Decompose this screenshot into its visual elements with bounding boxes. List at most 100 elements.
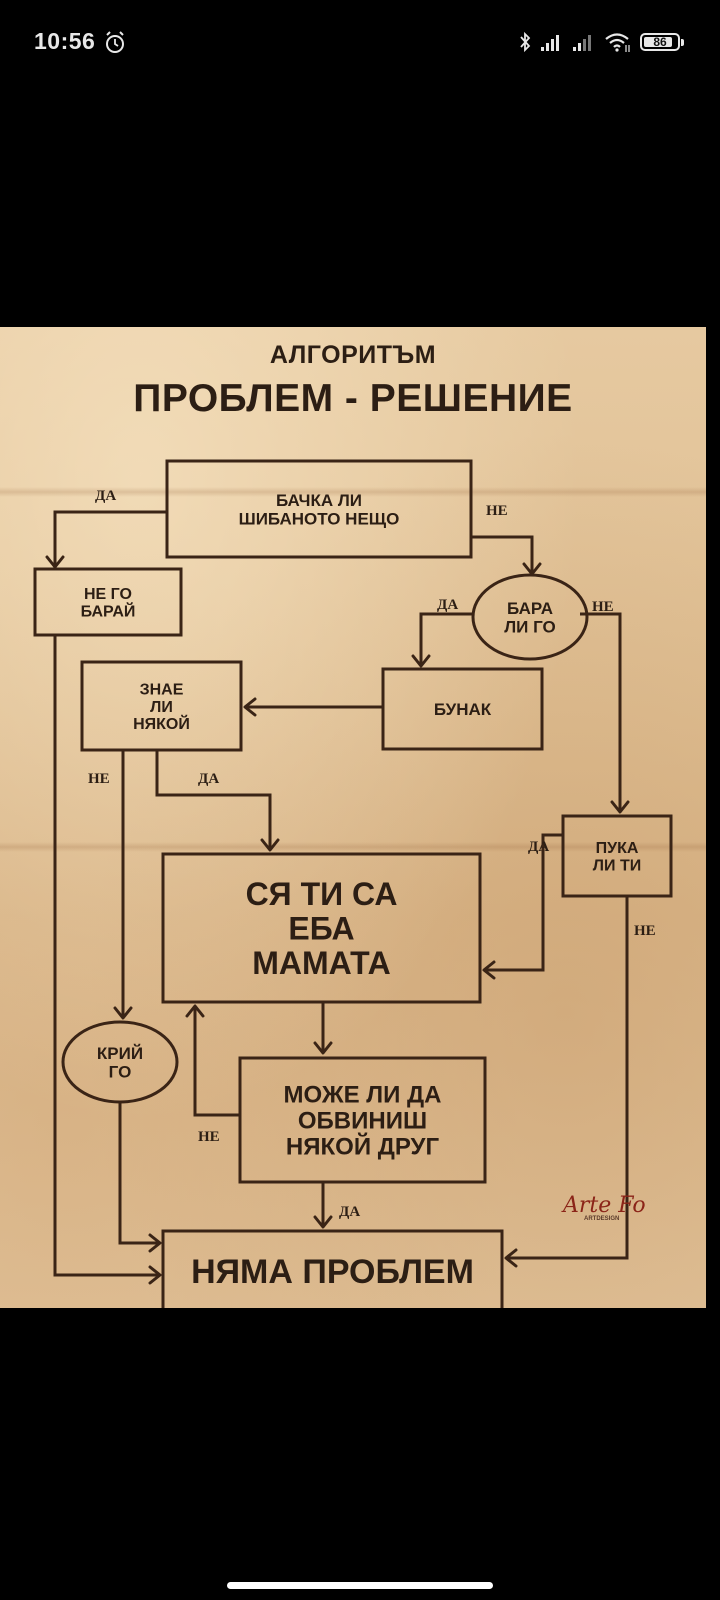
edge-touched-to-care: НЕ <box>580 599 630 814</box>
edge-touched-to-idiot: ДА <box>411 597 474 668</box>
node-label: МОЖЕ ЛИ ДА <box>284 1082 442 1109</box>
node-label: БУНАК <box>434 700 492 719</box>
signal-icon <box>573 35 591 51</box>
arrowhead-icon <box>610 800 630 814</box>
edge-label: НЕ <box>88 771 110 787</box>
arrowhead-icon <box>185 1004 205 1018</box>
edge-label: ДА <box>95 488 116 504</box>
edge-label: НЕ <box>198 1129 220 1145</box>
battery-level: 86 <box>653 35 667 49</box>
edge-care-to-screwed: ДА <box>482 833 563 980</box>
edge-label: НЕ <box>634 923 656 939</box>
edge-blame-to-no-problem: ДА <box>313 1182 360 1229</box>
node-label: ЛИ ГО <box>504 617 556 636</box>
connector-line <box>419 612 474 666</box>
paper-fold <box>0 842 706 852</box>
node-label: БАРАЙ <box>81 601 136 620</box>
node-label: НЯМА ПРОБЛЕМ <box>191 1253 474 1291</box>
status-icons: 86 <box>518 30 684 54</box>
paper-fold <box>0 487 706 497</box>
node-label: ОБВИНИШ <box>298 1108 427 1135</box>
node-label: ЕБА <box>288 911 354 947</box>
connector-line <box>193 1006 240 1117</box>
arrowhead-icon <box>260 838 280 852</box>
poster-subtitle: АЛГОРИТЪМ <box>269 341 437 369</box>
edge-label: ДА <box>437 597 458 613</box>
status-time: 10:56 <box>34 28 96 54</box>
edge-dont-touch-to-no-problem <box>53 635 162 1285</box>
arrowhead-icon <box>113 1006 133 1020</box>
node-label: ЛИ <box>150 699 173 716</box>
connector-line <box>484 833 563 972</box>
edge-works-to-touched: НЕ <box>471 503 542 576</box>
battery-icon: 86 <box>640 33 684 51</box>
rect-shape <box>33 567 183 637</box>
rect-shape <box>381 667 544 751</box>
edge-blame-to-screwed: НЕ <box>185 1004 240 1145</box>
bluetooth-icon <box>520 31 531 53</box>
connector-line <box>471 535 534 574</box>
rect-shape <box>238 1056 487 1184</box>
edge-label: ДА <box>339 1204 360 1220</box>
connector-line <box>580 612 622 812</box>
signature-subtext: ARTDESIGN <box>584 1216 619 1222</box>
arrowhead-icon <box>148 1233 162 1253</box>
node-label: НЯКОЙ ДРУГ <box>286 1133 440 1161</box>
home-indicator[interactable] <box>227 1582 493 1589</box>
node-label: НЕ ГО <box>84 586 132 603</box>
status-bar: 10:56 86 <box>0 0 720 84</box>
connector-line <box>155 750 272 850</box>
edge-label: ДА <box>198 771 219 787</box>
arrowhead-icon <box>482 960 496 980</box>
rect-shape <box>161 1229 504 1308</box>
node-label: ШИБАНОТО НЕЩО <box>239 509 400 528</box>
connector-line <box>53 635 160 1277</box>
rect-shape <box>165 459 473 559</box>
signal-icon <box>541 35 559 51</box>
arrowhead-icon <box>45 555 65 569</box>
arrowhead-icon <box>243 697 257 717</box>
rect-shape <box>80 660 243 752</box>
arrowhead-icon <box>148 1265 162 1285</box>
battery-fill <box>644 37 672 47</box>
rect-shape <box>561 814 673 898</box>
node-label: ЗНАЕ <box>140 681 184 698</box>
edge-care-to-no-problem: НЕ <box>504 896 656 1268</box>
node-no-problem: НЯМА ПРОБЛЕМ <box>161 1229 504 1308</box>
node-label: БАРА <box>507 599 553 618</box>
node-label: ПУКА <box>596 840 639 857</box>
edge-screwed-to-blame <box>313 1002 333 1055</box>
node-label: НЯКОЙ <box>133 714 190 733</box>
node-label: ЛИ ТИ <box>593 857 641 874</box>
connector-line <box>118 1102 160 1245</box>
node-idiot: БУНАК <box>381 667 544 751</box>
edge-works-to-dont-touch: ДА <box>45 488 167 569</box>
node-label: ГО <box>109 1062 132 1081</box>
alarm-icon <box>106 31 124 53</box>
arrowhead-icon <box>313 1041 333 1055</box>
ellipse-shape <box>471 573 589 661</box>
poster-title: ПРОБЛЕМ - РЕШЕНИЕ <box>133 377 573 420</box>
connector-line <box>53 510 167 567</box>
edge-label: ДА <box>528 839 549 855</box>
arrowhead-icon <box>504 1248 518 1268</box>
edge-anyone-knows-to-hide: НЕ <box>88 750 133 1020</box>
edge-idiot-to-anyone-knows <box>243 697 383 717</box>
arrowhead-icon <box>313 1215 333 1229</box>
edge-anyone-knows-to-screwed: ДА <box>155 750 280 852</box>
node-label: БАЧКА ЛИ <box>276 491 362 510</box>
arrowhead-icon <box>522 562 542 576</box>
signature-text: Arte Fo <box>561 1193 646 1218</box>
edge-label: НЕ <box>486 503 508 519</box>
